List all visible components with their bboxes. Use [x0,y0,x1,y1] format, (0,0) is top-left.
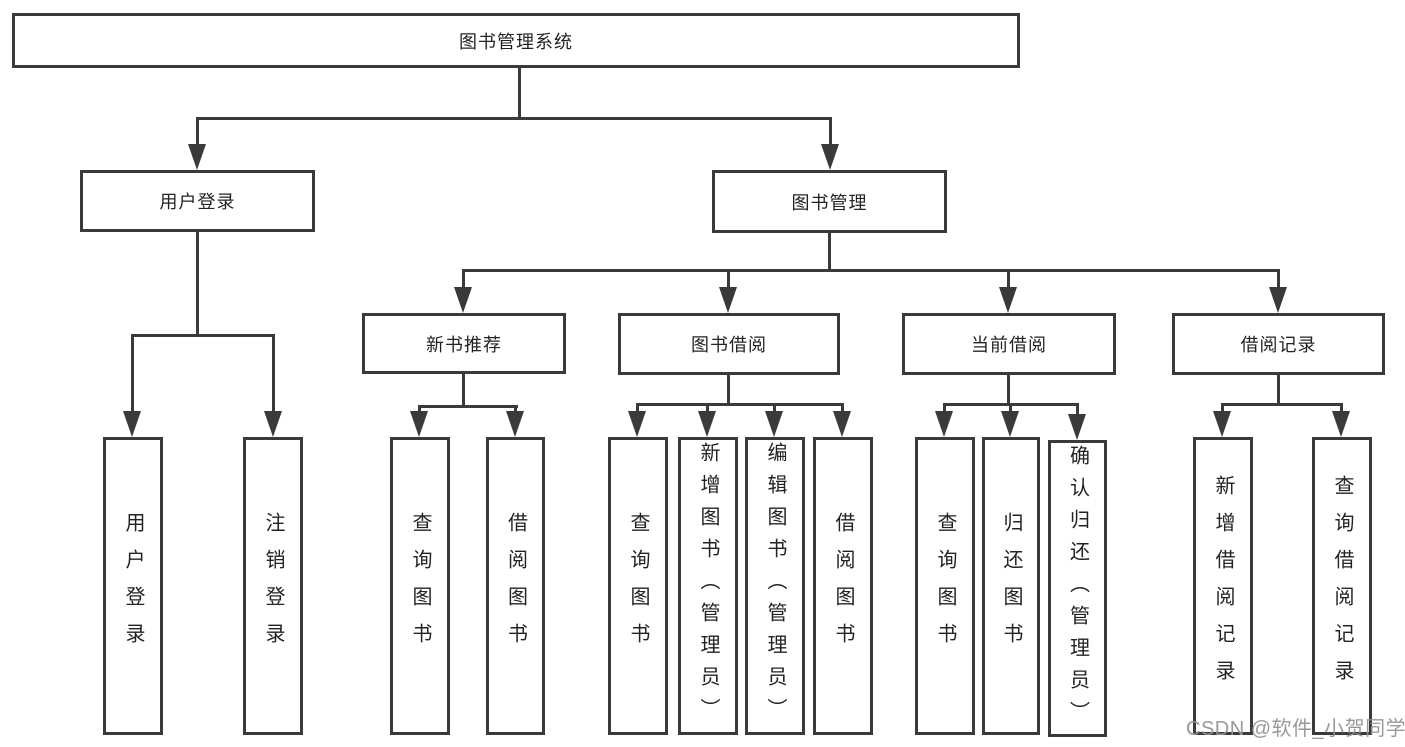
connector-line [636,403,844,406]
arrowhead-down-icon [506,411,524,437]
node-borrow-record-label: 借阅记录 [1240,335,1317,355]
connector-line [1009,406,1012,411]
node-book-mgmt-label: 图书管理 [791,192,868,213]
connector-line [943,406,946,411]
leaf-query-book-3-label: 查询图书 [934,512,956,660]
leaf-borrow-book-1-label: 借阅图书 [504,512,527,660]
leaf-query-book-1: 查询图书 [390,437,450,735]
leaf-query-book-2-label: 查询图书 [627,512,649,660]
arrowhead-down-icon [821,144,839,170]
arrowhead-down-icon [123,411,141,437]
connector-line [1076,406,1079,414]
connector-line [462,374,465,408]
leaf-borrow-book-2-label: 借阅图书 [832,512,854,660]
arrowhead-down-icon [1332,411,1350,437]
node-new-book-rec: 新书推荐 [362,313,566,374]
connector-line [636,406,639,411]
leaf-borrow-book-1: 借阅图书 [486,437,545,735]
arrowhead-down-icon [628,411,646,437]
connector-line [272,337,275,411]
arrowhead-down-icon [1213,411,1231,437]
leaf-add-record-label: 新增借阅记录 [1212,475,1234,697]
arrowhead-down-icon [1269,287,1287,313]
leaf-edit-book: 编辑图书（管理员） [745,437,805,735]
node-new-book-rec-label: 新书推荐 [426,334,502,355]
arrowhead-down-icon [833,411,851,437]
leaf-return-book: 归还图书 [982,437,1040,735]
node-user-login-label: 用户登录 [159,192,236,212]
leaf-return-book-label: 归还图书 [1000,512,1022,660]
arrowhead-down-icon [698,411,716,437]
connector-line [1277,375,1280,406]
node-root: 图书管理系统 [12,13,1020,68]
connector-line [773,406,776,411]
connector-line [1277,272,1280,287]
leaf-logout-label: 注销登录 [262,512,284,660]
leaf-add-book: 新增图书（管理员） [678,437,738,735]
connector-line [131,334,275,337]
leaf-confirm-return: 确认归还（管理员） [1048,440,1107,737]
arrowhead-down-icon [188,144,206,170]
leaf-edit-book-label: 编辑图书（管理员） [764,442,786,730]
leaf-add-book-label: 新增图书（管理员） [697,442,719,730]
arrowhead-down-icon [454,287,472,313]
arrowhead-down-icon [719,287,737,313]
leaf-query-book-3: 查询图书 [915,437,975,735]
connector-line [462,272,465,287]
connector-line [196,120,199,144]
connector-line [1340,406,1343,411]
connector-line [706,406,709,411]
node-book-borrow-label: 图书借阅 [691,335,767,355]
csdn-watermark: CSDN @软件_小贺同学 [1186,718,1405,740]
connector-line [828,233,831,272]
connector-line [1221,403,1343,406]
leaf-logout: 注销登录 [243,437,303,735]
node-root-label: 图书管理系统 [459,31,573,52]
node-book-mgmt: 图书管理 [712,170,947,233]
connector-line [418,405,518,408]
connector-line [462,269,1280,272]
connector-line [131,337,134,411]
arrowhead-down-icon [264,411,282,437]
arrowhead-down-icon [999,287,1017,313]
leaf-query-book-2: 查询图书 [608,437,668,735]
connector-line [1007,272,1010,287]
connector-line [841,406,844,411]
connector-line [418,408,421,411]
connector-line [1007,375,1010,406]
node-current-borrow-label: 当前借阅 [971,335,1047,355]
connector-line [196,117,832,120]
connector-line [514,408,517,411]
arrowhead-down-icon [410,411,428,437]
connector-line [196,232,199,337]
leaf-add-record: 新增借阅记录 [1193,437,1253,735]
arrowhead-down-icon [1068,414,1086,440]
leaf-confirm-return-label: 确认归还（管理员） [1066,444,1089,733]
connector-line [727,375,730,406]
arrowhead-down-icon [765,411,783,437]
node-borrow-record: 借阅记录 [1172,313,1385,375]
arrowhead-down-icon [1001,411,1019,437]
leaf-user-login: 用户登录 [103,437,163,735]
connector-line [1221,406,1224,411]
leaf-query-book-1-label: 查询图书 [409,512,431,660]
leaf-borrow-book-2: 借阅图书 [813,437,873,735]
connector-line [943,403,1079,406]
node-current-borrow: 当前借阅 [902,313,1116,375]
connector-line [727,272,730,287]
connector-line [829,120,832,144]
connector-line [518,68,521,120]
node-user-login: 用户登录 [80,170,315,232]
leaf-query-record-label: 查询借阅记录 [1331,475,1353,697]
leaf-user-login-label: 用户登录 [122,512,144,660]
node-book-borrow: 图书借阅 [618,313,840,375]
leaf-query-record: 查询借阅记录 [1312,437,1372,735]
arrowhead-down-icon [935,411,953,437]
